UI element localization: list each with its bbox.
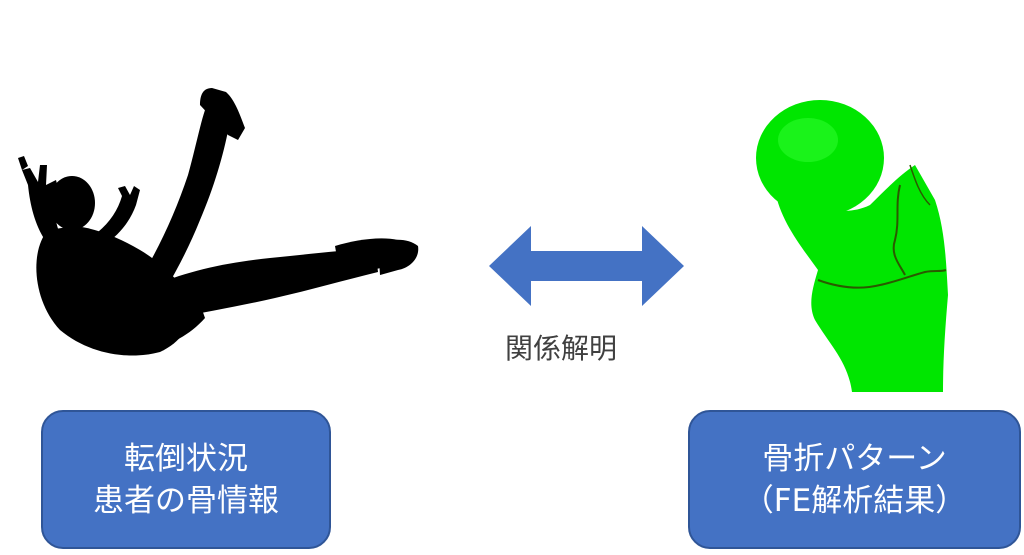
falling-person-silhouette-icon [18,88,419,356]
fracture-pattern-box: 骨折パターン （FE解析結果） [688,410,1021,549]
fracture-pattern-line-1: 骨折パターン [762,440,947,477]
fall-info-box: 転倒状況 患者の骨情報 [41,410,331,549]
fracture-pattern-line-2: （FE解析結果） [742,482,967,519]
relation-label: 関係解明 [505,332,618,365]
fall-info-line-1: 転倒状況 [124,440,248,477]
fall-info-line-2: 患者の骨情報 [93,482,279,519]
